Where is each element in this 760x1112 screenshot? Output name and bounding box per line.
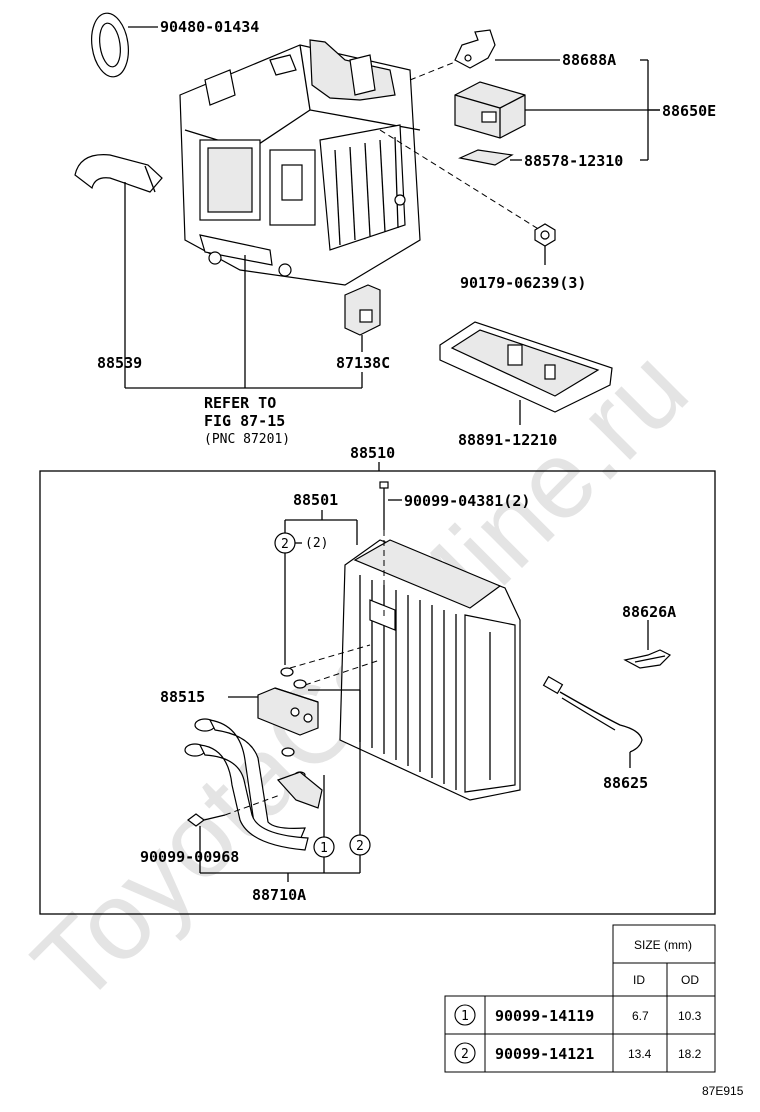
label-88650e: 88650E xyxy=(662,102,716,120)
table-row2-mark xyxy=(454,1042,476,1064)
nut-part xyxy=(534,223,556,247)
expansion-valve-part xyxy=(257,687,319,736)
pad-part xyxy=(458,149,514,166)
thermistor-part xyxy=(542,675,643,753)
refer-to-line3: (PNC 87201) xyxy=(204,432,290,447)
label-88626a: 88626A xyxy=(622,603,676,621)
label-90480: 90480-01434 xyxy=(160,18,259,36)
label-circle2-qty: (2) xyxy=(305,536,328,551)
label-88539: 88539 xyxy=(97,354,142,372)
table-row1-id: 6.7 xyxy=(632,1009,649,1023)
label-88578: 88578-12310 xyxy=(524,152,623,170)
table-row1-mark xyxy=(454,1004,476,1026)
label-88625: 88625 xyxy=(603,774,648,792)
label-90099-04381: 90099-04381(2) xyxy=(404,492,530,510)
tube-assembly-part xyxy=(184,718,323,851)
size-table-col-id: ID xyxy=(633,973,645,987)
evaporator-assembly-box xyxy=(39,470,716,915)
table-row2-part: 90099-14121 xyxy=(495,1045,594,1063)
label-90099-00968: 90099-00968 xyxy=(140,848,239,866)
label-90179: 90179-06239(3) xyxy=(460,274,586,292)
size-table-col-od: OD xyxy=(681,973,699,987)
table-row2-od: 18.2 xyxy=(678,1047,702,1061)
grommet-part xyxy=(91,12,129,78)
svg-text:1: 1 xyxy=(320,841,328,856)
amplifier-part xyxy=(454,81,526,139)
o-ring-3 xyxy=(281,747,295,757)
svg-text:1: 1 xyxy=(461,1009,469,1024)
refer-to-line2: FIG 87-15 xyxy=(204,412,285,430)
drain-hose-part xyxy=(74,154,163,193)
size-table xyxy=(444,924,716,1073)
bracket-part xyxy=(454,29,496,69)
table-row1-part: 90099-14119 xyxy=(495,1007,594,1025)
label-88688a: 88688A xyxy=(562,51,616,69)
refer-to-line1: REFER TO xyxy=(204,394,276,412)
resistor-part xyxy=(344,284,381,336)
evaporator-core xyxy=(339,539,521,801)
svg-text:2: 2 xyxy=(461,1047,469,1062)
heater-unit-housing xyxy=(179,39,421,286)
tray-part xyxy=(439,321,613,413)
diagram-code: 87E915 xyxy=(702,1084,744,1098)
table-row1-od: 10.3 xyxy=(678,1009,702,1023)
label-88710a: 88710A xyxy=(252,886,306,904)
table-row2-id: 13.4 xyxy=(628,1047,652,1061)
label-87138c: 87138C xyxy=(336,354,390,372)
bolt-small-part xyxy=(187,813,226,827)
clip-part xyxy=(623,649,672,669)
label-88501: 88501 xyxy=(293,491,338,509)
bolt-part xyxy=(379,481,389,530)
label-88891: 88891-12210 xyxy=(458,431,557,449)
label-88515: 88515 xyxy=(160,688,205,706)
o-ring-1 xyxy=(280,667,294,677)
svg-text:2: 2 xyxy=(281,537,289,552)
label-88510: 88510 xyxy=(350,444,395,462)
o-ring-2 xyxy=(293,679,307,689)
size-table-header: SIZE (mm) xyxy=(634,938,692,952)
svg-text:2: 2 xyxy=(356,839,364,854)
